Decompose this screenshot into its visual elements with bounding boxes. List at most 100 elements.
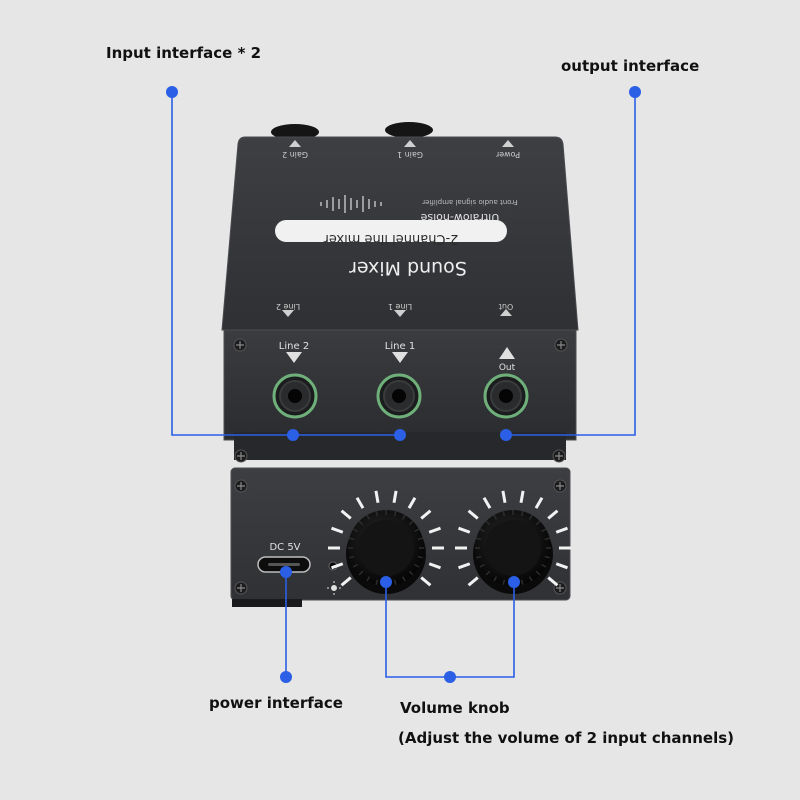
top-front-label-out: Out bbox=[499, 302, 514, 311]
knob-ridge bbox=[393, 511, 397, 517]
knob-ridge bbox=[358, 520, 364, 526]
top-front-arrow-3 bbox=[500, 309, 512, 316]
knob-ridge bbox=[520, 579, 524, 585]
line-output bbox=[506, 92, 636, 436]
knob-ridge bbox=[493, 514, 498, 520]
knob-tick bbox=[534, 497, 544, 509]
sun-icon bbox=[327, 581, 341, 595]
front-label-line2: Line 2 bbox=[279, 341, 309, 352]
knob-ridge bbox=[535, 520, 541, 526]
top-rear-labels: Gain 2 Gain 1 Power bbox=[282, 140, 520, 159]
top-front-arrow-1 bbox=[282, 310, 294, 317]
callout-volume-knob: Volume knob bbox=[400, 699, 510, 717]
front-arrow-line1 bbox=[392, 352, 408, 363]
rear-knobs bbox=[271, 122, 433, 140]
knob-tick bbox=[467, 576, 479, 587]
knob-cap bbox=[485, 520, 541, 576]
knob-tick bbox=[457, 526, 471, 534]
callout-power-interface: power interface bbox=[209, 694, 343, 712]
knob-ridge bbox=[541, 563, 547, 568]
knob-tick bbox=[555, 562, 569, 570]
knob-ridge bbox=[541, 528, 547, 533]
knob-ridge bbox=[544, 537, 550, 541]
knob-tick bbox=[555, 526, 569, 534]
dot-input-line1 bbox=[394, 429, 406, 441]
dot-knob-left bbox=[380, 576, 392, 588]
knob-tick bbox=[457, 562, 471, 570]
dot-volume-label bbox=[444, 671, 456, 683]
jack-line2[interactable] bbox=[272, 373, 318, 419]
dc-label: DC 5V bbox=[269, 542, 300, 553]
knob-tick bbox=[482, 497, 492, 509]
top-badge-text: 2-Channel line mixer bbox=[323, 231, 459, 246]
top-rear-label-power: Power bbox=[495, 150, 520, 159]
top-badge-pill bbox=[275, 220, 507, 242]
knob-cap bbox=[358, 520, 414, 576]
jack-line1[interactable] bbox=[376, 373, 422, 419]
knob-ridge bbox=[476, 555, 482, 559]
knob-ridge bbox=[493, 576, 498, 582]
knob-ridge bbox=[528, 576, 533, 582]
top-front-label-line1: Line 1 bbox=[388, 302, 412, 311]
top-rear-arrow-1 bbox=[289, 140, 301, 147]
volume-knob-left[interactable] bbox=[328, 490, 444, 594]
knob-ridge bbox=[485, 520, 491, 526]
knob-tick bbox=[355, 497, 365, 509]
knob-ridge bbox=[352, 528, 358, 533]
knob-tick bbox=[428, 526, 442, 534]
top-front-arrow-2 bbox=[394, 310, 406, 317]
knob-tick bbox=[340, 576, 352, 587]
knob-ridge bbox=[485, 570, 491, 576]
line-input bbox=[171, 92, 293, 436]
knob-tick bbox=[330, 526, 344, 534]
knob-tick bbox=[547, 576, 559, 587]
knob-ridge bbox=[479, 563, 485, 568]
knob-ridge bbox=[366, 514, 371, 520]
knob-ridge bbox=[535, 570, 541, 576]
top-rear-label-gain1: Gain 1 bbox=[397, 150, 423, 159]
dot-input-line2 bbox=[287, 429, 299, 441]
knob-ridge bbox=[366, 576, 371, 582]
top-front-label-line2: Line 2 bbox=[276, 302, 300, 311]
knob-ridge bbox=[401, 576, 406, 582]
dot-knob-right bbox=[508, 576, 520, 588]
knob-ridge bbox=[401, 514, 406, 520]
knob-ridge bbox=[520, 511, 524, 517]
knob-ridge bbox=[476, 537, 482, 541]
knob-ridge bbox=[352, 563, 358, 568]
knob-tick bbox=[392, 490, 398, 503]
front-arrow-line2 bbox=[286, 352, 302, 363]
dot-power-port bbox=[280, 566, 292, 578]
callout-lines bbox=[171, 92, 636, 678]
top-small-text: Front audio signal amplifier bbox=[422, 198, 518, 206]
knob-tick bbox=[340, 509, 352, 520]
knob-ridge bbox=[414, 563, 420, 568]
knob-tick bbox=[547, 509, 559, 520]
front-upper-panel: Line 2 Line 1 Out bbox=[223, 329, 577, 463]
knob-ridge bbox=[358, 570, 364, 576]
knob-tick bbox=[501, 490, 507, 503]
top-title: Sound Mixer bbox=[349, 257, 467, 279]
knob-ridge bbox=[502, 579, 506, 585]
knob-ridge bbox=[417, 555, 423, 559]
top-rear-label-gain2: Gain 2 bbox=[282, 150, 308, 159]
waveform-graphic bbox=[320, 195, 382, 213]
knob-ridge bbox=[349, 555, 355, 559]
screws-upper bbox=[233, 338, 568, 463]
jack-out[interactable] bbox=[483, 373, 529, 419]
callout-input-interface: Input interface * 2 bbox=[106, 44, 262, 62]
knob-tick bbox=[420, 509, 432, 520]
knob-tick bbox=[420, 576, 432, 587]
volume-knob-right[interactable] bbox=[455, 490, 571, 594]
knob-ridge bbox=[375, 579, 379, 585]
top-rear-arrow-2 bbox=[404, 140, 416, 147]
callout-output-interface: output interface bbox=[561, 57, 700, 75]
knob-tick bbox=[407, 497, 417, 509]
front-arrow-out bbox=[499, 347, 515, 359]
knob-tick bbox=[374, 490, 380, 503]
knob-ridge bbox=[408, 570, 414, 576]
top-panel: Gain 2 Gain 1 Power Front audio signal a… bbox=[221, 136, 579, 331]
knob-ridge bbox=[528, 514, 533, 520]
dot-output-label bbox=[629, 86, 641, 98]
knob-ridge bbox=[544, 555, 550, 559]
